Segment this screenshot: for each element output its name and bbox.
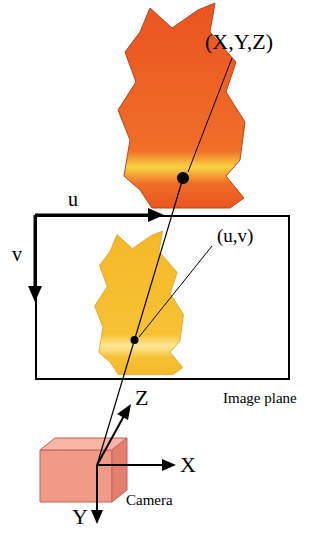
- axis-label: Y: [72, 505, 88, 529]
- camera-axes: [91, 404, 176, 524]
- axis-label: u: [68, 188, 78, 210]
- camera-box: [40, 438, 127, 502]
- coordinate-label: (X,Y,Z): [205, 30, 273, 54]
- leader-line: [188, 58, 232, 172]
- world-point: [177, 172, 189, 184]
- node-caption: Image plane: [223, 390, 297, 407]
- camera: Camera: [38, 436, 130, 504]
- projection-ray: [97, 178, 183, 465]
- axis-label: Z: [135, 386, 148, 410]
- leader-line: [139, 246, 212, 337]
- node-caption: Camera: [126, 492, 173, 509]
- axis-label: v: [12, 243, 22, 265]
- axis-label: X: [180, 453, 196, 477]
- coordinate-label: (u,v): [217, 226, 253, 247]
- image-axes: [28, 208, 164, 302]
- image-point: [131, 336, 139, 344]
- image-blob: [95, 231, 184, 375]
